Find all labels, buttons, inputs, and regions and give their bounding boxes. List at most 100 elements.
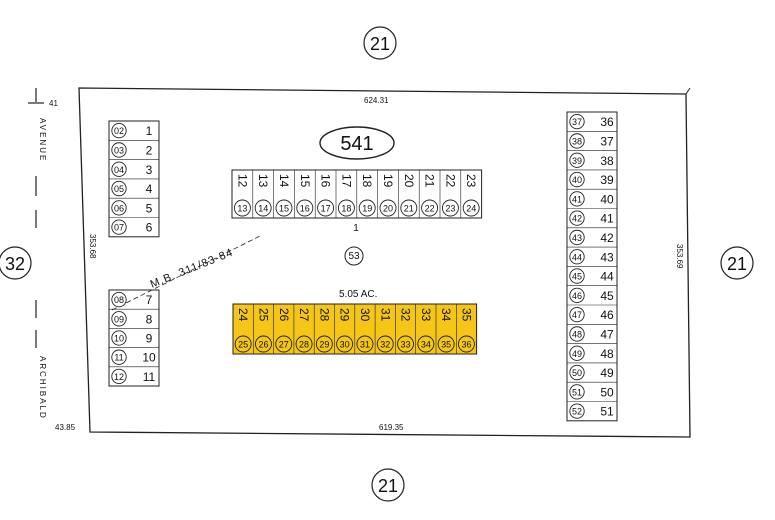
lot-number: 23	[464, 174, 478, 188]
parcel-number: 04	[114, 165, 124, 175]
lot-number: 47	[600, 327, 614, 341]
lot-number: 16	[319, 174, 333, 188]
lot-number: 6	[146, 221, 153, 235]
lot-number: 11	[143, 370, 156, 384]
parcel-number: 05	[114, 184, 124, 194]
lot-number: 17	[339, 174, 353, 188]
parcel-number: 25	[238, 340, 248, 350]
lot-number: 13	[256, 174, 270, 188]
parcel-number: 41	[572, 194, 582, 204]
acreage-label: 5.05 AC.	[339, 289, 377, 300]
lot-number: 28	[317, 308, 331, 322]
adjacent-top[interactable]: 21	[363, 26, 397, 60]
parcel-circle[interactable]: 53	[344, 246, 364, 266]
lot-number: 12	[235, 174, 249, 188]
adjacent-left[interactable]: 32	[0, 246, 32, 280]
book-page-label: 541	[319, 126, 395, 160]
parcel-number: 21	[404, 204, 414, 214]
parcel-number: 20	[383, 204, 393, 214]
lot-number: 8	[146, 312, 153, 326]
parcel-number: 42	[572, 214, 582, 224]
parcel-number: 24	[466, 204, 476, 214]
parcel-number: 16	[300, 204, 310, 214]
parcel-number: 19	[362, 204, 372, 214]
parcel-number: 22	[425, 204, 435, 214]
lot-number: 25	[256, 308, 270, 322]
lot-column[interactable]: 21 22	[418, 170, 439, 218]
parcel-number: 40	[572, 175, 582, 185]
lot-row[interactable]: 05 4	[109, 178, 159, 197]
map-book-ref: M.B. 311/83-84	[149, 247, 235, 291]
lot-number: 4	[146, 182, 153, 196]
svg-text:21: 21	[378, 476, 398, 496]
lot-number: 46	[600, 308, 614, 322]
lot-number: 41	[600, 212, 614, 226]
adjacent-bottom[interactable]: 21	[371, 468, 405, 502]
lot-number: 5	[146, 201, 153, 215]
dim-bottom-left: 43.85	[55, 423, 76, 432]
parcel-number: 09	[114, 314, 124, 324]
parcel-number: 26	[258, 340, 268, 350]
parcel-number: 51	[572, 387, 582, 397]
parcel-number: 36	[461, 340, 471, 350]
parcel-number: 30	[340, 340, 350, 350]
adjacent-right[interactable]: 21	[720, 246, 754, 280]
parcel-number: 39	[572, 156, 582, 166]
lot-column[interactable]: 23 24	[460, 170, 480, 218]
lot-column[interactable]: 25 26	[253, 304, 272, 354]
parcel-number: 50	[572, 368, 582, 378]
parcel-number: 06	[114, 203, 124, 213]
lot-row[interactable]: 42 41	[567, 208, 617, 226]
lot-row[interactable]: 09 8	[109, 308, 159, 327]
lot-row[interactable]: 06 5	[109, 197, 159, 216]
lot-number: 21	[423, 174, 437, 188]
